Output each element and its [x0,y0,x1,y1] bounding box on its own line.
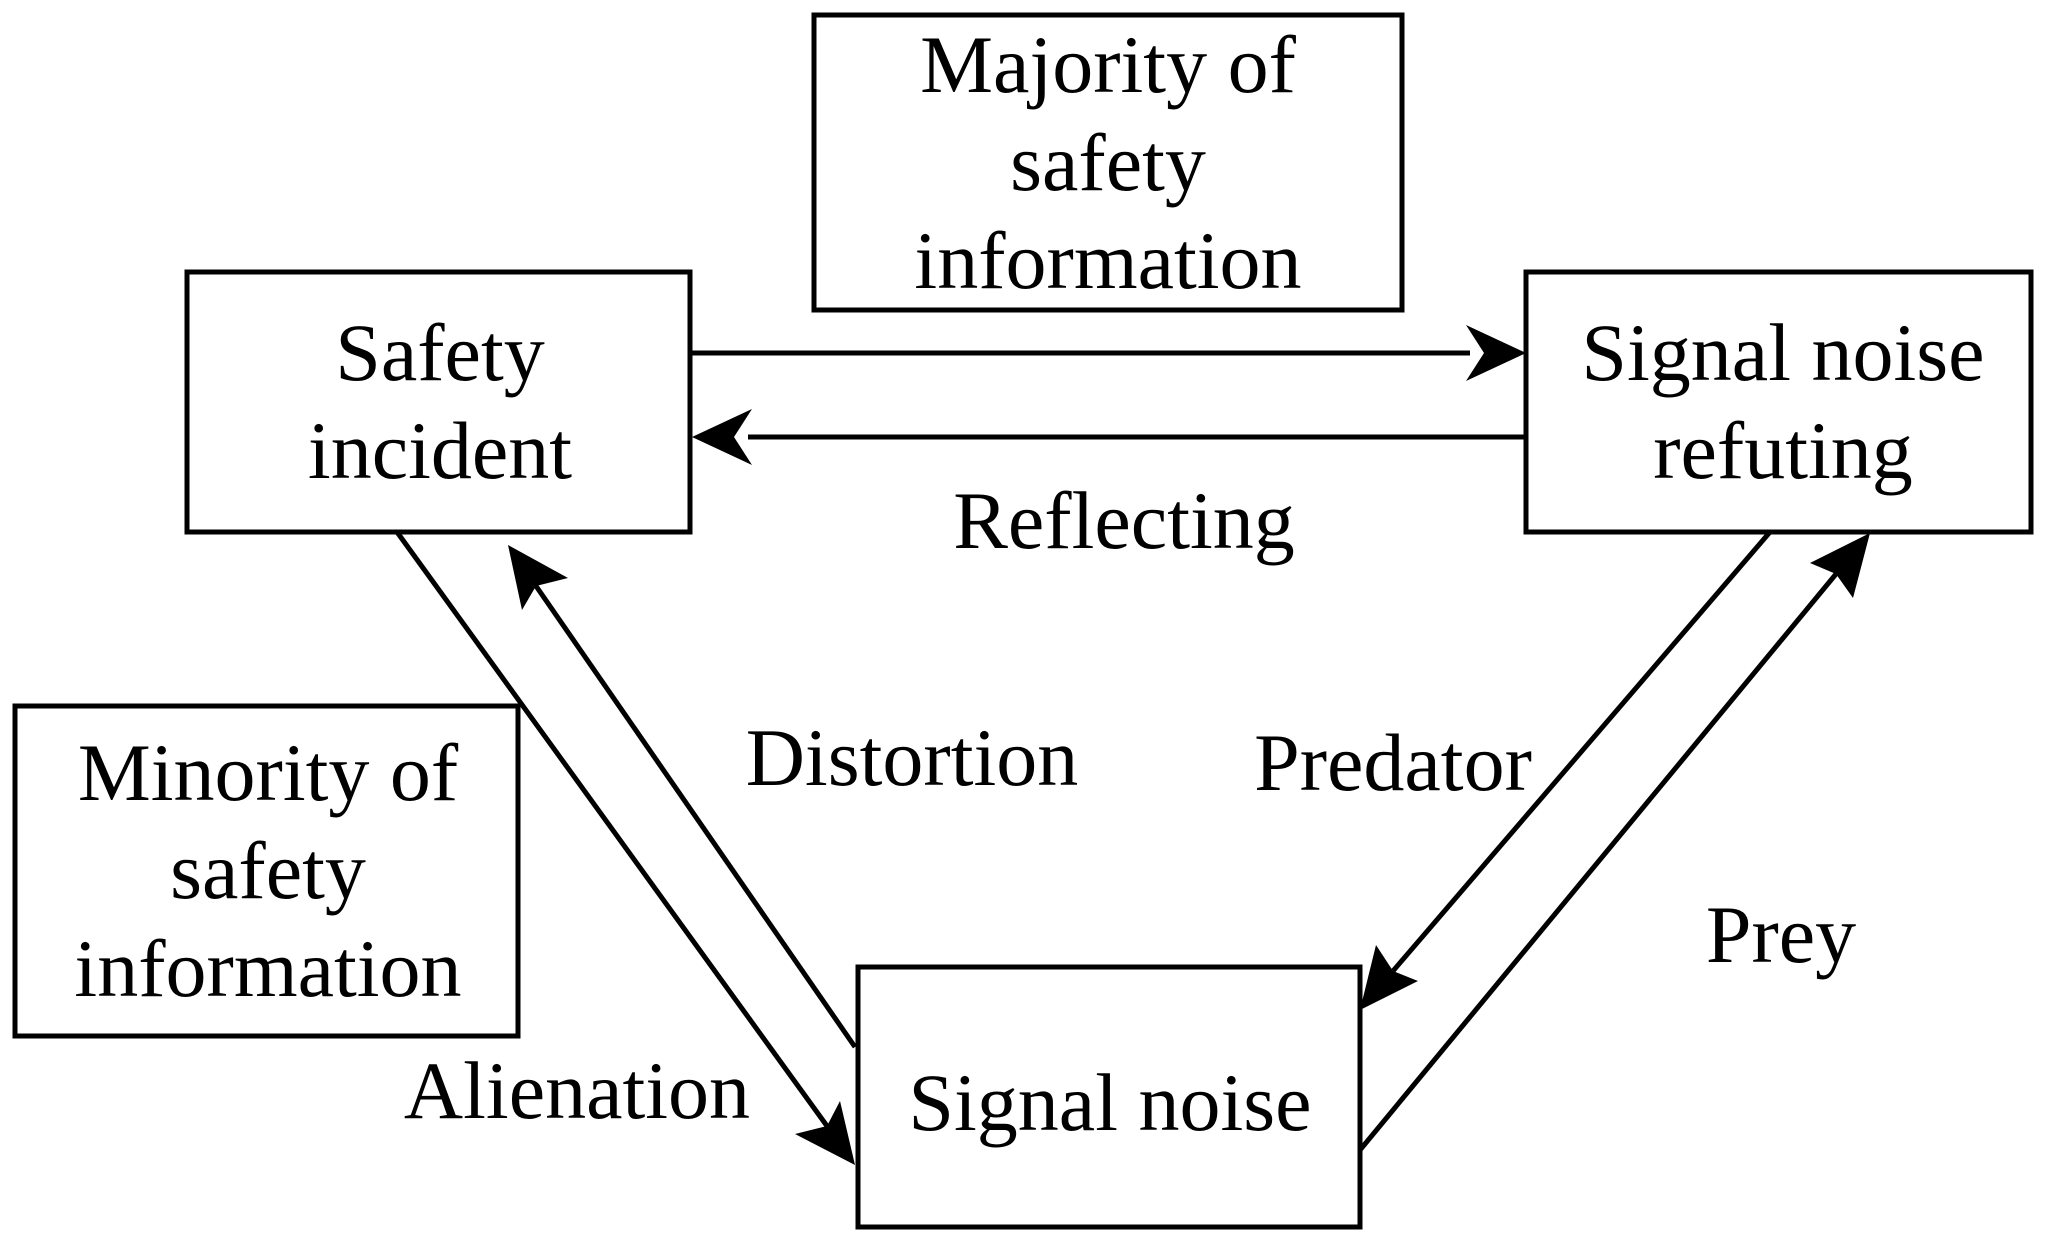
node-minority-safety-information: Minority of safety information [12,703,521,1039]
edge-refuting-to-noise [1360,530,1772,1010]
label-alienation: Alienation [404,1045,750,1136]
node-safety-incident: Safety incident [184,269,693,535]
edge-noise-to-incident [508,545,858,1049]
refuting-line-1: Signal noise [1581,307,1984,398]
label-reflecting: Reflecting [953,475,1295,566]
edge-noise-to-refuting [1358,533,1870,1152]
majority-line-2: safety [1010,117,1206,208]
minority-line-3: information [74,923,461,1014]
majority-line-3: information [914,215,1301,306]
node-signal-noise-refuting: Signal noise refuting [1523,269,2034,535]
node-majority-safety-information: Majority of safety information [811,12,1405,313]
signal-noise-line-1: Signal noise [908,1057,1311,1148]
minority-line-1: Minority of [78,727,459,818]
minority-line-2: safety [170,825,366,916]
node-signal-noise: Signal noise [855,964,1363,1230]
label-prey: Prey [1706,889,1856,980]
safety-incident-line-2: incident [308,405,572,496]
edge-refuting-to-incident [692,409,1526,465]
label-distortion: Distortion [746,712,1079,803]
safety-incident-line-1: Safety [335,307,544,398]
majority-line-1: Majority of [920,19,1296,110]
refuting-line-2: refuting [1653,405,1913,496]
label-predator: Predator [1254,717,1532,808]
edge-incident-to-refuting [692,325,1526,381]
edge-incident-to-noise [394,530,855,1165]
